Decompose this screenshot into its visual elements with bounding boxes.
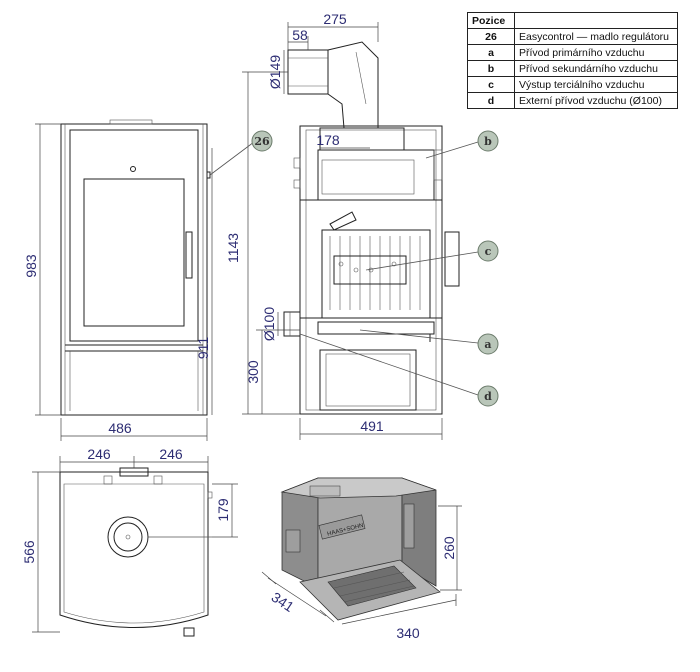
front-dimensions: 983 486 911 — [23, 123, 213, 441]
legend-header-row: Pozice — [467, 12, 678, 29]
callout-b: b — [477, 130, 499, 152]
dim-insert-depth: 341 — [269, 589, 297, 615]
legend-row: a Přívod primárního vzduchu — [467, 44, 678, 61]
legend-text: Výstup terciálního vzduchu — [514, 76, 678, 93]
legend-text: Přívod sekundárního vzduchu — [514, 60, 678, 77]
dim-insert-width: 340 — [396, 625, 420, 641]
side-dimensions: 1143 300 491 275 58 Ø149 178 Ø100 — [225, 11, 443, 440]
dim-side-width: 491 — [360, 418, 384, 434]
side-view — [283, 41, 460, 415]
legend-key: d — [467, 92, 515, 109]
dim-door-height: 911 — [195, 337, 211, 360]
svg-text:a: a — [484, 338, 491, 351]
legend-text: Přívod primárního vzduchu — [514, 44, 678, 61]
legend-header-blank — [514, 12, 678, 29]
svg-text:b: b — [484, 135, 492, 148]
dim-flue-inner: 58 — [292, 27, 308, 43]
dim-top-depth: 566 — [21, 540, 37, 564]
legend-row: b Přívod sekundárního vzduchu — [467, 60, 678, 77]
firebox-insert: HAAS+SOHN — [280, 477, 441, 621]
legend-key: b — [467, 60, 515, 77]
dim-top-flue-depth: 179 — [215, 498, 231, 522]
dim-top-flue: 178 — [316, 132, 340, 148]
svg-text:26: 26 — [254, 135, 270, 148]
legend-key: a — [467, 44, 515, 61]
dim-flue-diameter: Ø149 — [267, 55, 283, 89]
dim-front-height: 983 — [23, 254, 39, 278]
top-view — [59, 467, 213, 637]
dim-insert-height: 260 — [441, 536, 457, 560]
callout-a: a — [477, 333, 499, 355]
svg-text:c: c — [485, 245, 492, 258]
front-view — [60, 119, 211, 416]
dim-top-half-right: 246 — [159, 446, 183, 462]
legend-text: Externí přívod vzduchu (Ø100) — [514, 92, 678, 109]
top-dimensions: 246 246 566 179 — [21, 446, 238, 633]
legend-row: d Externí přívod vzduchu (Ø100) — [467, 92, 678, 109]
legend-text: Easycontrol — madlo regulátoru — [514, 28, 678, 45]
legend-key: 26 — [467, 28, 515, 45]
dim-top-half-left: 246 — [87, 446, 111, 462]
dim-front-width: 486 — [108, 420, 132, 436]
callout-26: 26 — [251, 130, 273, 152]
dim-flue-offset: 275 — [323, 11, 347, 27]
callout-leaders — [209, 141, 479, 396]
legend-key: c — [467, 76, 515, 93]
legend-table: Pozice 26 Easycontrol — madlo regulátoru… — [467, 12, 678, 109]
legend-header: Pozice — [467, 12, 515, 29]
legend-row: c Výstup terciálního vzduchu — [467, 76, 678, 93]
dim-total-height: 1143 — [225, 233, 241, 263]
callout-d: d — [477, 385, 499, 407]
dim-air-inlet: Ø100 — [261, 307, 277, 341]
legend-row: 26 Easycontrol — madlo regulátoru — [467, 28, 678, 45]
svg-text:d: d — [484, 390, 492, 403]
callout-c: c — [477, 240, 499, 262]
dim-outlet-height: 300 — [245, 360, 261, 384]
